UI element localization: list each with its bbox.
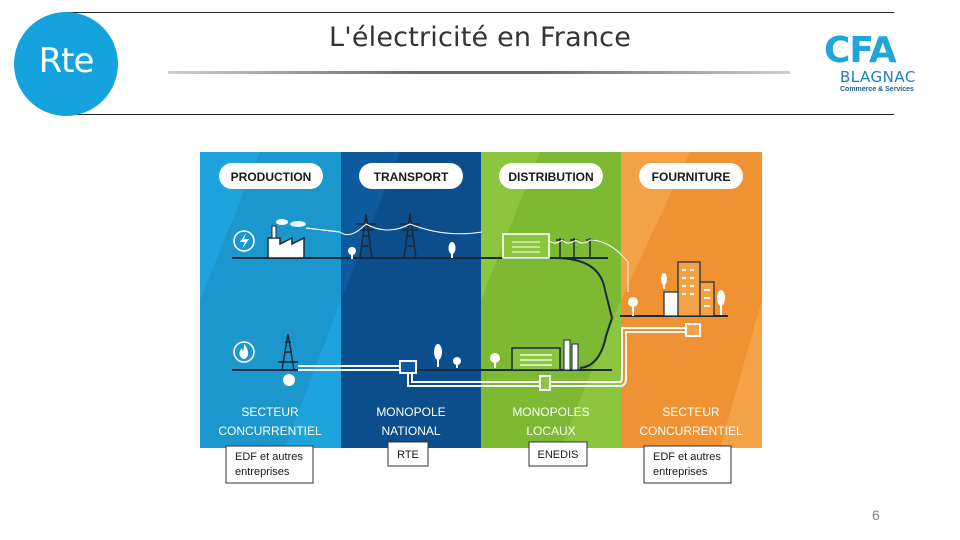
- fourniture-pill: [639, 163, 743, 189]
- production-category-line1: SECTEUR: [241, 405, 299, 419]
- gas-tower-icon: [278, 333, 298, 386]
- transmission-wire: [339, 223, 483, 236]
- rte-logo: Rte: [14, 12, 118, 116]
- transport-category-line2: NATIONAL: [381, 424, 440, 438]
- cfa-logo-main: CFA: [824, 30, 897, 71]
- transport-category-line1: MONOPOLE: [376, 405, 445, 419]
- fourniture-actor-box: [643, 445, 732, 484]
- fourniture-category-line1: SECTEUR: [662, 405, 720, 419]
- cfa-logo-tagline: Commerce & Services: [840, 86, 914, 93]
- transport-actor-line1: RTE: [397, 449, 419, 461]
- substation-icon: [502, 233, 629, 292]
- fourniture-actor-line2: entreprises: [653, 466, 708, 478]
- title-underline: [168, 71, 790, 74]
- transport-heading: TRANSPORT: [374, 170, 449, 184]
- electric-cable-curve: [554, 257, 613, 319]
- production-actor-line2: entreprises: [235, 466, 290, 478]
- pipeline-icon: [298, 323, 701, 391]
- distribution-heading: DISTRIBUTION: [508, 170, 593, 184]
- transport-pill: [359, 163, 463, 189]
- production-pill: [219, 163, 323, 189]
- header-bottom-border: [66, 114, 894, 115]
- distribution-pill: [499, 163, 603, 189]
- distribution-category-line2: LOCAUX: [526, 424, 575, 438]
- production-category-line2: CONCURRENTIEL: [218, 424, 322, 438]
- flame-icon: [233, 341, 255, 363]
- header-top-border: [66, 12, 894, 13]
- power-plant-icon: [267, 219, 341, 259]
- page-number: 6: [872, 507, 880, 523]
- transport-shade: [341, 152, 481, 448]
- production-actor-box: [225, 445, 314, 484]
- fourniture-actor-line1: EDF et autres: [653, 451, 721, 463]
- cfa-logo-sub: BLAGNAC: [840, 68, 916, 86]
- transport-actor-box: [387, 441, 429, 467]
- tree-icon: [348, 242, 725, 368]
- fourniture-heading: FOURNITURE: [652, 170, 731, 184]
- distribution-category-line1: MONOPOLES: [512, 405, 589, 419]
- city-buildings-icon: [663, 261, 715, 317]
- distribution-actor-box: [528, 441, 588, 467]
- rte-logo-text: Rte: [38, 41, 95, 81]
- distribution-shade: [481, 152, 621, 448]
- production-heading: PRODUCTION: [231, 170, 312, 184]
- page-title: L'électricité en France: [328, 22, 632, 53]
- production-shade: [200, 152, 341, 448]
- fourniture-category-line2: CONCURRENTIEL: [639, 424, 743, 438]
- distribution-station-icon: [511, 317, 613, 371]
- lightning-icon: [233, 230, 255, 252]
- distribution-actor-line1: ENEDIS: [538, 449, 579, 461]
- production-actor-line1: EDF et autres: [235, 451, 303, 463]
- cfa-blagnac-logo: CFA BLAGNAC Commerce & Services: [822, 30, 934, 105]
